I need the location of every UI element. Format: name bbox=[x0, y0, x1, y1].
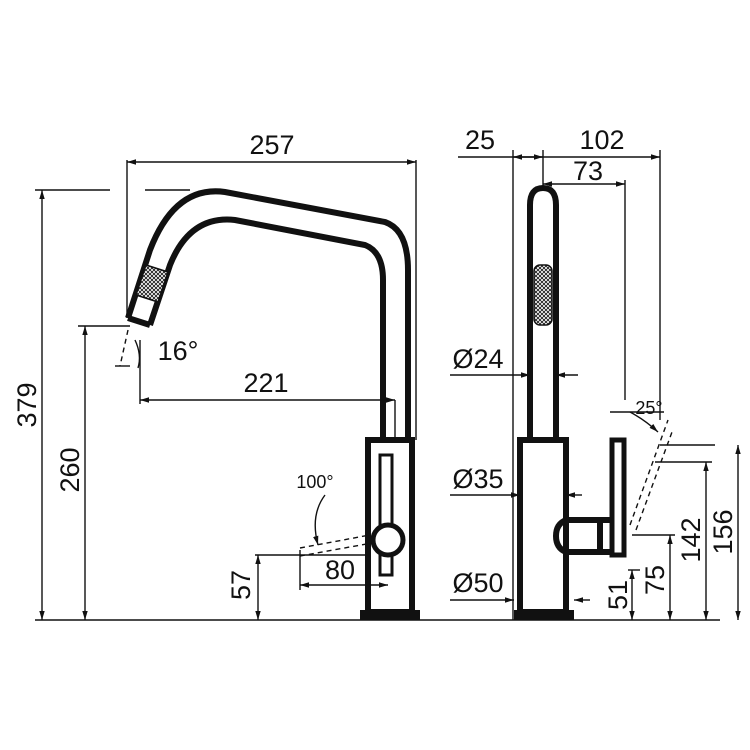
dim-156: 156 bbox=[708, 509, 738, 554]
dim-260: 260 bbox=[55, 447, 85, 492]
front-base bbox=[360, 610, 420, 620]
dim-142: 142 bbox=[676, 517, 706, 562]
dim-57: 57 bbox=[226, 570, 256, 600]
front-handle-lever bbox=[378, 453, 394, 577]
angle-16: 16° bbox=[158, 336, 199, 366]
dim-379: 379 bbox=[12, 382, 42, 427]
front-handle-knob bbox=[370, 522, 406, 558]
side-handle-lever bbox=[609, 437, 627, 558]
front-spout-body bbox=[125, 188, 411, 440]
dim-dia35: Ø35 bbox=[452, 464, 503, 494]
dim-102: 102 bbox=[579, 125, 624, 155]
dim-80: 80 bbox=[325, 555, 355, 585]
dim-75: 75 bbox=[640, 565, 670, 595]
side-aerator bbox=[533, 264, 553, 326]
side-base bbox=[514, 610, 574, 620]
front-view: 257 221 379 260 57 80 100° 16° bbox=[12, 130, 420, 620]
dim-dia50: Ø50 bbox=[452, 568, 503, 598]
dim-73: 73 bbox=[573, 156, 603, 186]
dim-257: 257 bbox=[249, 130, 294, 160]
front-spout-inner bbox=[147, 216, 386, 440]
dim-51: 51 bbox=[603, 580, 633, 610]
angle-25: 25° bbox=[635, 398, 662, 418]
dim-25: 25 bbox=[465, 125, 495, 155]
angle-100: 100° bbox=[296, 472, 333, 492]
side-handle bbox=[552, 517, 603, 555]
dim-dia24: Ø24 bbox=[452, 344, 503, 374]
dim-221: 221 bbox=[243, 368, 288, 398]
front-aerator bbox=[135, 264, 169, 303]
side-view: 25 102 73 Ø24 Ø35 Ø50 25° 51 75 142 156 bbox=[450, 125, 741, 620]
